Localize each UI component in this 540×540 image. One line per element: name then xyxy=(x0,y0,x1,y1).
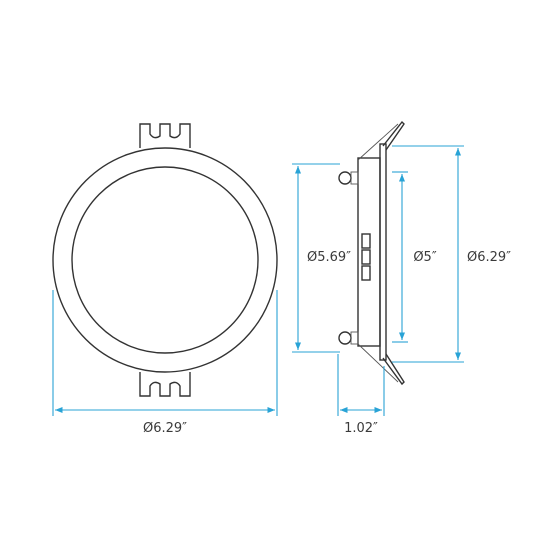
inner-diameter-label: Ø5″ xyxy=(413,250,437,265)
front-view: Ø6.29″ xyxy=(52,123,278,436)
bottom-mounting-tab xyxy=(139,372,191,397)
inner-lens-circle xyxy=(71,166,259,354)
outer-diameter-label: Ø6.29″ xyxy=(467,250,511,265)
bottom-spring-clip xyxy=(382,353,405,386)
top-mounting-tab xyxy=(139,123,191,148)
junction-block-bottom xyxy=(361,265,371,281)
top-connector-knob xyxy=(338,171,352,185)
depth-label: 1.02″ xyxy=(344,421,378,436)
bottom-connector-neck xyxy=(350,331,359,345)
side-body xyxy=(357,157,381,347)
bottom-clip-arm xyxy=(357,343,399,383)
junction-block-top xyxy=(361,233,371,249)
top-clip-arm xyxy=(357,123,399,161)
bottom-connector-knob xyxy=(338,331,352,345)
cutout-diameter-label: Ø5.69″ xyxy=(307,250,351,265)
outer-label-bg xyxy=(462,247,516,265)
inner-label-bg xyxy=(408,247,442,265)
cutout-label-bg xyxy=(300,247,356,265)
top-spring-clip xyxy=(382,120,405,151)
top-connector-neck xyxy=(350,171,359,185)
front-width-label: Ø6.29″ xyxy=(143,421,187,436)
side-trim-flange xyxy=(379,143,387,361)
outer-trim-circle xyxy=(52,147,278,373)
side-view: Ø5.69″ Ø5″ Ø6.29″ 1.02″ xyxy=(292,120,516,436)
junction-block-mid xyxy=(361,249,371,265)
